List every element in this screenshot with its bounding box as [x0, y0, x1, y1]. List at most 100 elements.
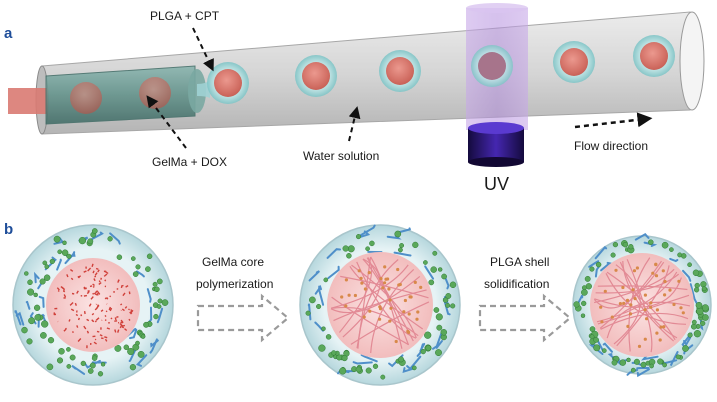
dox-dot: [106, 327, 111, 330]
dox-dot: [128, 318, 131, 321]
plga-bead: [694, 282, 700, 289]
plga-bead: [114, 344, 122, 352]
dox-dot: [654, 274, 659, 278]
network-strand: [606, 271, 676, 341]
dox-dot: [637, 344, 642, 348]
plga-bead: [34, 314, 42, 321]
dox-dot: [104, 336, 108, 339]
plga-bead: [445, 302, 451, 308]
plga-bead: [341, 355, 348, 362]
dox-dot: [629, 303, 633, 307]
plga-bead: [43, 274, 51, 281]
plga-bead: [331, 350, 337, 356]
dox-dot: [86, 318, 90, 322]
dox-dot: [659, 325, 663, 329]
plga-bead: [693, 330, 702, 338]
fiber: [669, 351, 679, 367]
dox-dot: [124, 328, 128, 332]
fiber: [402, 367, 417, 374]
dox-dot: [63, 328, 67, 332]
fiber: [90, 231, 104, 241]
plga-bead: [573, 301, 580, 308]
plga-bead: [662, 362, 667, 368]
plga-bead: [619, 359, 627, 366]
dox-dot: [396, 267, 400, 272]
plga-bead: [135, 340, 140, 346]
dox-dot: [610, 315, 614, 319]
dox-dot: [77, 317, 80, 321]
dox-dot: [363, 287, 367, 291]
fiber: [71, 364, 86, 375]
panel-b-letter: b: [4, 221, 13, 238]
dox-dot: [114, 329, 117, 333]
plga-bead: [701, 286, 707, 292]
plga-bead: [692, 269, 700, 277]
dox-dot: [359, 276, 363, 280]
plga-bead: [342, 245, 349, 252]
dox-dot: [76, 325, 79, 328]
network-strand: [370, 256, 403, 349]
dox-dot: [92, 270, 95, 274]
plga-bead: [49, 258, 55, 265]
dox-dot: [663, 279, 667, 284]
fiber: [109, 232, 121, 245]
step2-line1: PLGA shell: [490, 255, 549, 269]
dox-dot: [120, 303, 123, 306]
dox-dot: [403, 298, 407, 303]
dox-dot: [94, 272, 98, 276]
network-strand: [331, 306, 419, 337]
dox-dot: [108, 306, 112, 311]
plga-bead: [580, 313, 586, 318]
plga-bead: [675, 354, 681, 360]
plga-bead: [87, 368, 94, 374]
dox-dot: [70, 308, 75, 312]
dox-dot: [633, 297, 637, 301]
plga-bead: [610, 252, 616, 258]
dox-dot: [53, 312, 56, 316]
dox-dot: [124, 306, 128, 309]
dox-dot: [130, 312, 133, 315]
droplet: [553, 41, 595, 83]
plga-bead: [140, 334, 146, 339]
step1-line2: polymerization: [196, 277, 273, 291]
droplet: [207, 62, 249, 104]
drug-dots: [53, 263, 134, 349]
dox-dot: [125, 284, 129, 288]
dox-dot: [116, 316, 119, 318]
droplet: [379, 50, 421, 92]
fiber: [634, 233, 650, 241]
plga-bead: [445, 293, 452, 299]
dox-dot: [76, 290, 79, 294]
plga-bead: [156, 304, 162, 309]
dox-dot: [88, 303, 92, 307]
dox-dot: [120, 285, 123, 289]
plga-bead: [440, 329, 448, 336]
plga-bead: [593, 337, 599, 343]
plga-bead: [78, 236, 87, 245]
dox-dot: [413, 280, 417, 284]
plga-bead: [628, 244, 634, 250]
fiber: [636, 368, 650, 378]
hydrogel-network: [330, 256, 430, 354]
fiber: [682, 269, 692, 282]
fiber: [443, 297, 451, 316]
fiber: [352, 361, 373, 365]
dox-dot: [93, 278, 96, 282]
fiber: [406, 355, 422, 371]
dox-dot: [91, 263, 94, 268]
dox-dot: [603, 289, 607, 293]
plga-bead: [700, 281, 707, 288]
dox-dot: [92, 285, 95, 288]
dox-dot: [389, 306, 393, 310]
dox-dot: [92, 283, 95, 287]
plga-bead: [677, 252, 683, 258]
plga-bead: [305, 310, 311, 316]
label-flow-direction: Flow direction: [574, 139, 648, 153]
dox-dot: [83, 294, 88, 297]
plga-bead: [89, 362, 96, 369]
dox-dot: [394, 339, 398, 344]
inlet-stream: [8, 88, 48, 114]
plga-bead: [695, 301, 703, 309]
plga-bead: [145, 266, 151, 272]
plga-bead: [100, 362, 106, 367]
